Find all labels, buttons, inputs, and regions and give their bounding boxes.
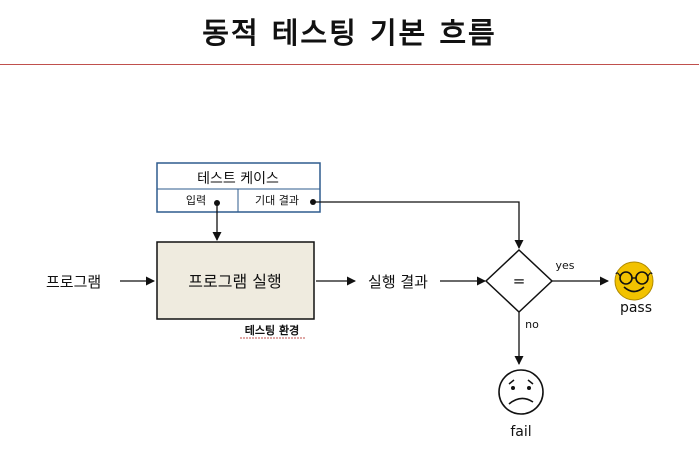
test-case-box: 테스트 케이스 입력 기대 결과 xyxy=(156,162,321,213)
sad-face-icon xyxy=(498,369,544,415)
test-case-expected-label: 기대 결과 xyxy=(255,194,299,207)
expected-connector xyxy=(310,199,524,249)
no-label: no xyxy=(525,318,539,331)
result-label: 실행 결과 xyxy=(368,273,428,291)
fail-label: fail xyxy=(510,424,531,440)
test-case-input-label: 입력 xyxy=(186,194,206,207)
compare-diamond: = xyxy=(484,248,554,314)
process-label: 프로그램 실행 xyxy=(188,272,281,291)
program-label: 프로그램 xyxy=(46,273,101,291)
title-divider xyxy=(0,64,699,65)
pass-label: pass xyxy=(620,300,652,316)
page-title: 동적 테스팅 기본 흐름 xyxy=(202,16,497,50)
input-connector xyxy=(212,200,222,241)
compare-symbol: = xyxy=(513,272,526,290)
happy-face-with-glasses-icon xyxy=(614,261,654,301)
test-case-title: 테스트 케이스 xyxy=(197,171,279,187)
process-box: 프로그램 실행 xyxy=(156,241,315,320)
environment-label: 테스팅 환경 xyxy=(245,323,299,337)
yes-label: yes xyxy=(555,259,574,272)
